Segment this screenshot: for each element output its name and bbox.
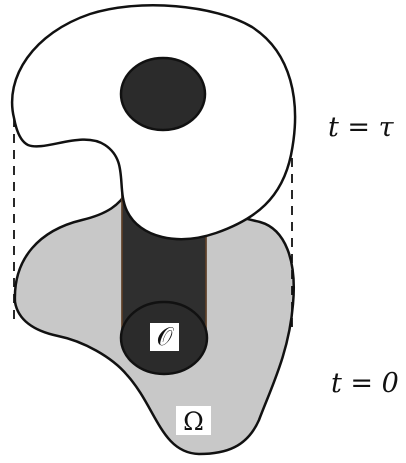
top-obstacle-shadow xyxy=(119,56,207,132)
domain-label: Ω xyxy=(183,407,204,436)
top-time-label: t = τ xyxy=(328,112,395,143)
obstacle-label-box xyxy=(150,323,179,351)
obstacle-label: 𝒪 xyxy=(157,322,175,351)
domain-label-box xyxy=(176,406,211,435)
bottom-time-label: t = 0 xyxy=(331,368,399,399)
